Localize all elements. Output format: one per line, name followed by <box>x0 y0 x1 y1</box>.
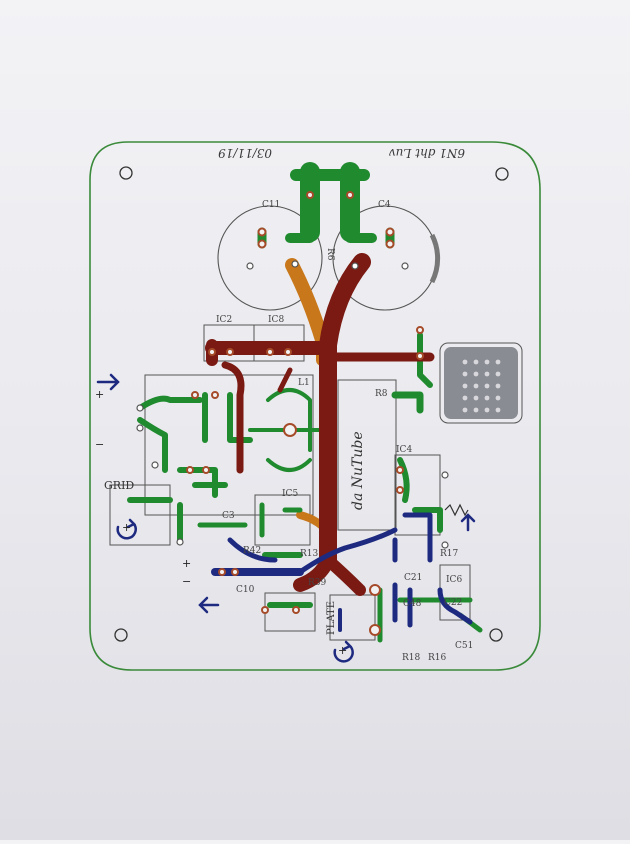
heatsink-pad <box>444 347 518 419</box>
grid-label: GRID <box>104 479 134 492</box>
label-r16: R16 <box>428 653 447 663</box>
label-r8: R8 <box>375 389 388 399</box>
svg-text:+: + <box>122 521 131 534</box>
l1-outline <box>144 374 314 516</box>
board-date: 03/11/19 <box>218 146 272 160</box>
silkscreen-outlines <box>109 324 523 641</box>
arrow-right-icon <box>96 373 120 391</box>
label-r13: R13 <box>300 549 319 559</box>
svg-text:+: + <box>182 557 191 570</box>
mount-hole-bl <box>114 628 128 642</box>
svg-text:−: − <box>95 438 104 451</box>
svg-text:+: + <box>338 644 347 657</box>
tube-label: da NuTube <box>350 431 366 510</box>
label-c51: C51 <box>455 641 473 651</box>
heatsink-outline <box>439 342 523 424</box>
label-c22: C22 <box>444 598 462 608</box>
arrows <box>96 373 476 663</box>
label-ic8: IC8 <box>268 315 284 325</box>
pads <box>186 191 424 636</box>
label-ic2: IC2 <box>216 315 232 325</box>
traces-red <box>205 253 435 596</box>
ic4-outline <box>394 454 441 536</box>
mounting-holes <box>114 166 509 642</box>
plate-label: PLATE <box>326 601 337 635</box>
grid-connector-outline <box>109 484 171 546</box>
label-c10: C10 <box>236 585 255 595</box>
cap-c11-outline <box>217 205 323 311</box>
label-r18: R18 <box>402 653 421 663</box>
label-c4: C4 <box>378 200 391 210</box>
label-c11: C11 <box>262 200 280 210</box>
svg-text:+: + <box>95 388 104 401</box>
rotate-grid-icon <box>116 518 137 540</box>
label-ic6: IC6 <box>446 575 462 585</box>
label-c48: C48 <box>403 599 422 609</box>
label-c3: C3 <box>222 511 235 521</box>
arrow-up-icon <box>460 513 476 532</box>
polarity-marks: + − + − + + <box>95 388 347 657</box>
label-r6: R6 <box>325 248 335 261</box>
label-ic4: IC4 <box>396 445 412 455</box>
board-outline <box>89 141 541 671</box>
rotate-plate-icon <box>333 640 354 663</box>
hole-pads <box>136 260 449 549</box>
cap-c4-polarity-mark <box>429 233 441 284</box>
mount-hole-br <box>489 628 503 642</box>
bottom-ic-outline <box>264 592 316 632</box>
tube-outline <box>337 379 397 531</box>
traces-blue <box>211 512 473 632</box>
label-ic5: IC5 <box>282 489 298 499</box>
mount-hole-tl <box>119 166 133 180</box>
label-r42: R42 <box>243 546 261 556</box>
pot-resistor-symbol <box>444 503 469 517</box>
mount-hole-tr <box>495 167 509 181</box>
arrow-left-icon <box>198 596 220 614</box>
svg-text:−: − <box>182 575 191 588</box>
label-r17: R17 <box>440 549 459 559</box>
label-l1: L1 <box>298 378 310 388</box>
plate-connector-outline <box>329 594 376 641</box>
label-c21: C21 <box>404 573 422 583</box>
board-title: 6N1 dht Luv <box>389 146 465 160</box>
label-r39: R39 <box>308 578 327 588</box>
